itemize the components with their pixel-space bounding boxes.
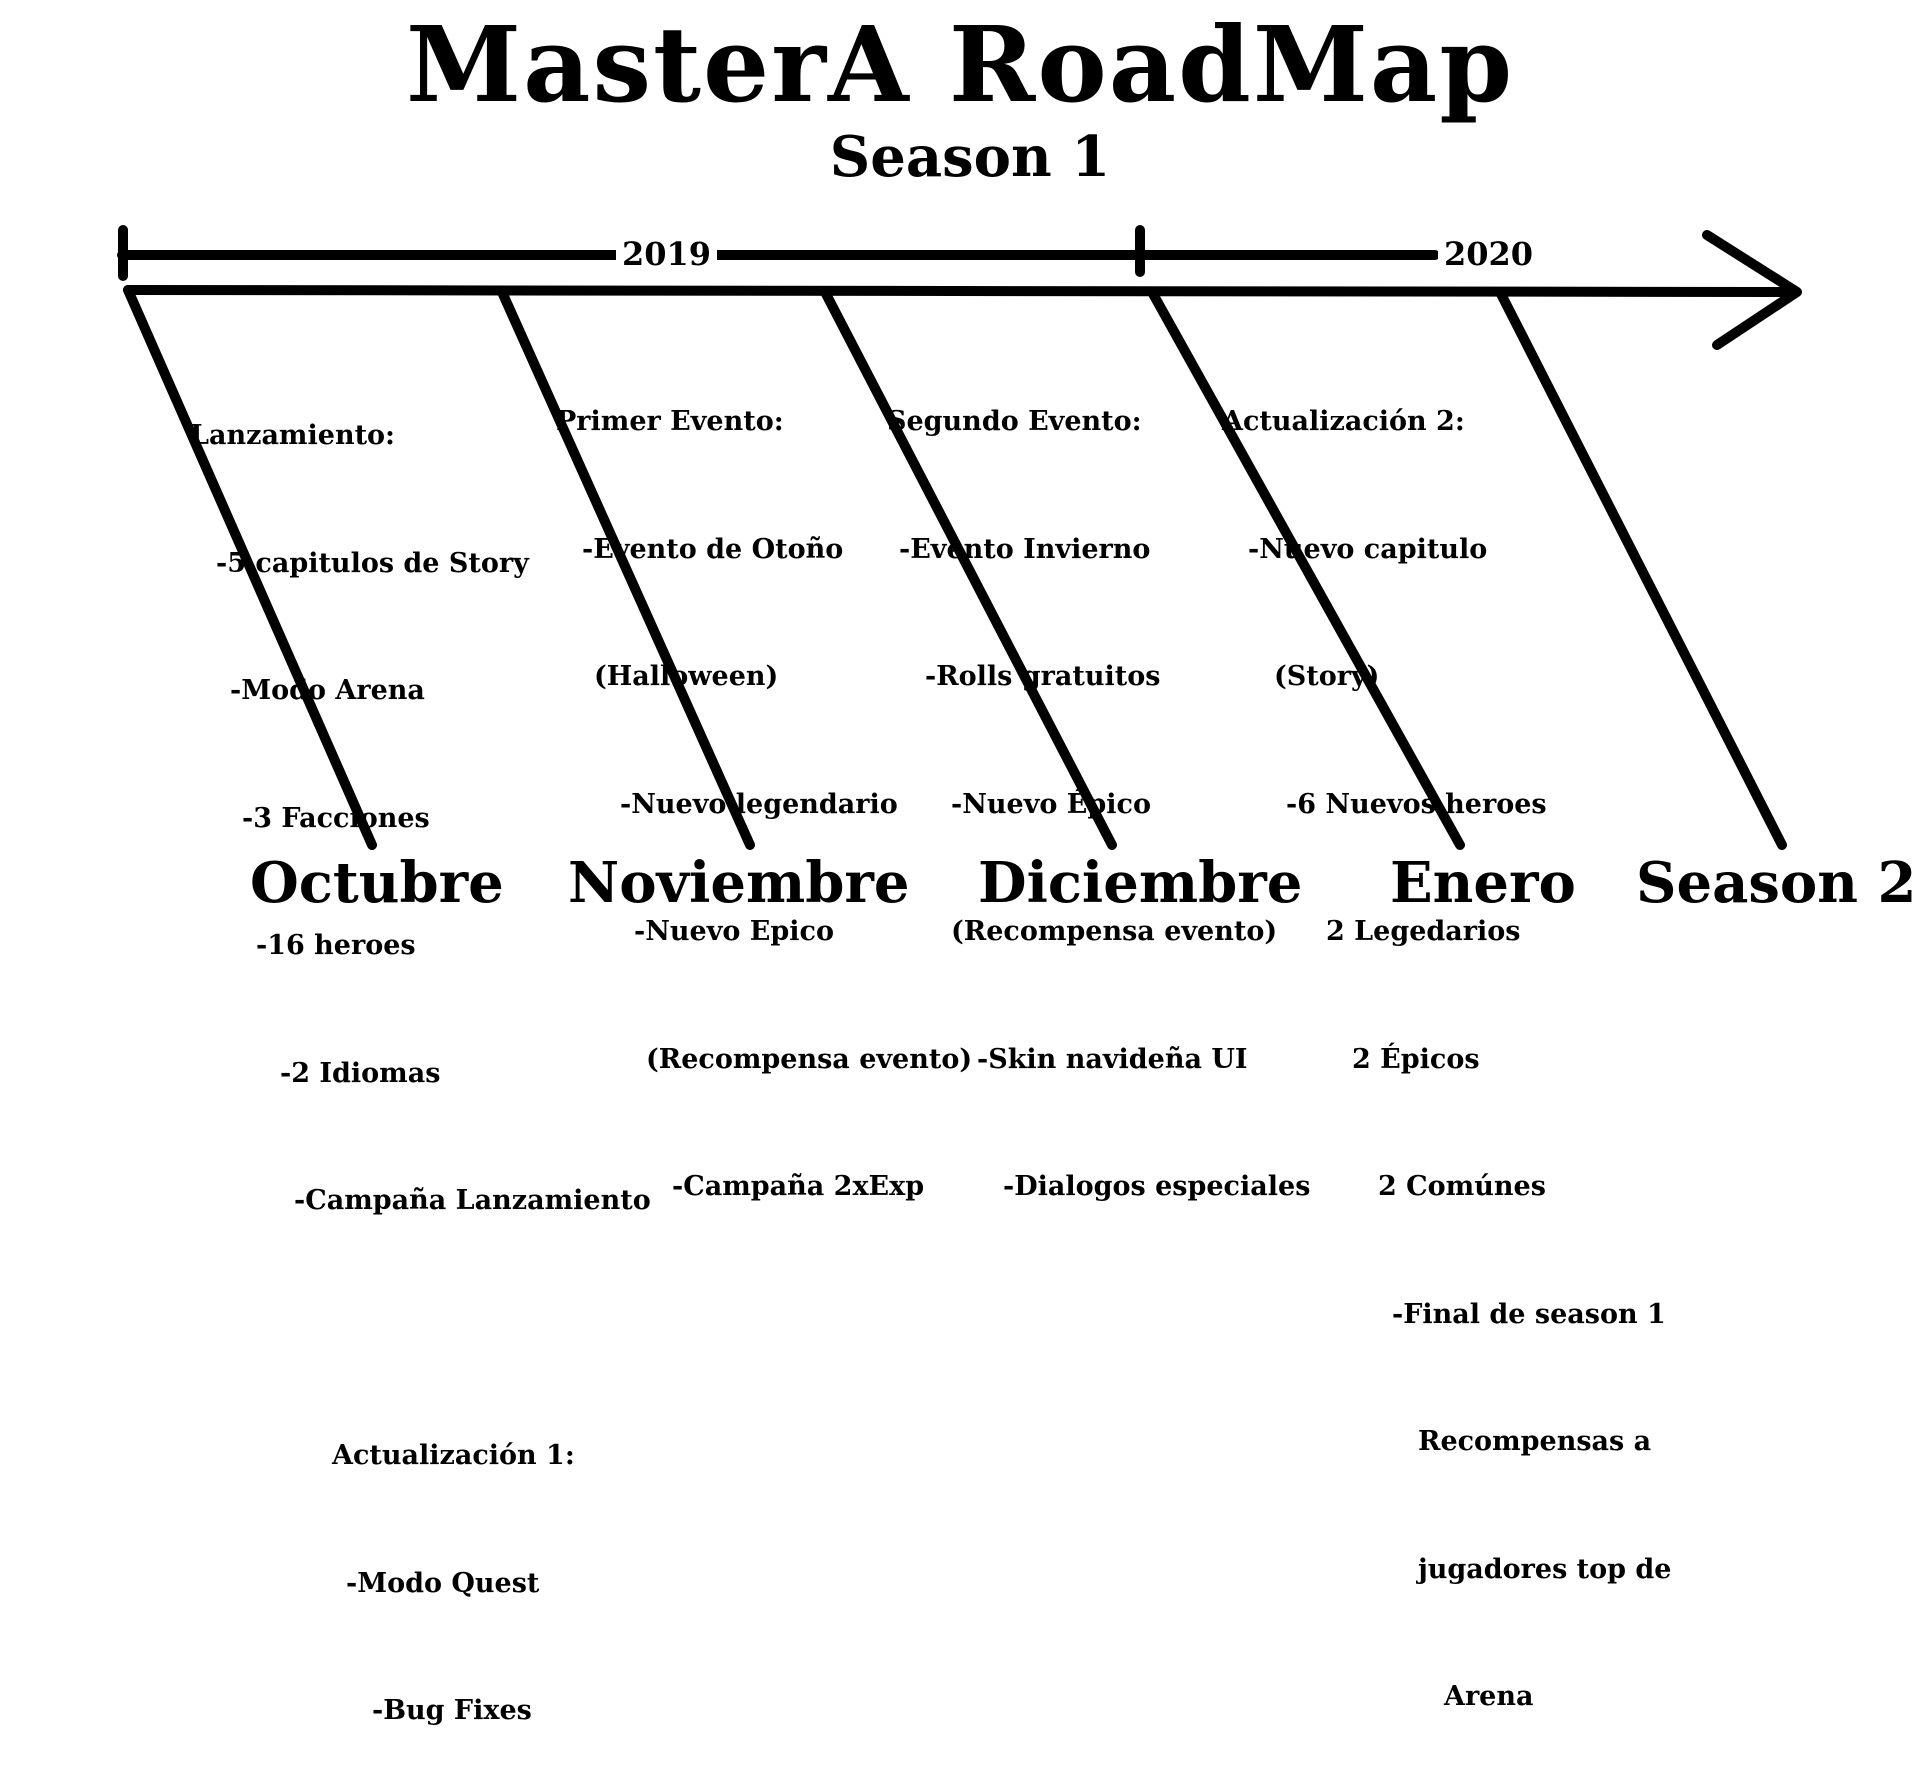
section-line: -Nuevo legendario: [620, 788, 898, 820]
divider-line-2: [497, 287, 755, 850]
main-arrow-head: [1702, 230, 1802, 350]
section-line: Primer Evento:: [556, 406, 784, 437]
timeline-diagram: [117, 225, 1802, 850]
section-line: Lanzamiento:: [190, 420, 396, 451]
divider-line-4: [1147, 287, 1465, 850]
section-line: -Bug Fixes: [372, 1695, 532, 1726]
roadmap-title: MasterA RoadMap: [405, 3, 1515, 126]
section-diciembre: Segundo Evento: -Evento Invierno -Rolls …: [887, 316, 1310, 1251]
year-label-2019: 2019: [616, 234, 718, 274]
section-line: -Evento Invierno: [899, 533, 1151, 565]
section-line: 2 Épicos: [1352, 1043, 1480, 1075]
month-label-season-2: Season 2: [1636, 850, 1917, 916]
month-label-diciembre: Diciembre: [978, 850, 1303, 916]
section-line: 2 Legedarios: [1326, 916, 1521, 947]
section-line: (Recompensa evento): [646, 1043, 973, 1075]
section-line: -Nuevo capitulo: [1248, 533, 1488, 565]
section-line: -16 heroes: [256, 930, 416, 961]
section-line: Actualización 2:: [1222, 406, 1465, 437]
roadmap-subtitle: Season 1: [829, 124, 1111, 190]
section-line: 2 Comúnes: [1378, 1171, 1546, 1202]
main-arrow-line: [123, 285, 1800, 297]
month-label-octubre: Octubre: [250, 850, 504, 916]
section-line: Recompensas a: [1418, 1426, 1652, 1457]
section-line: (Halloween): [594, 661, 779, 692]
section-line: -Nuevo Épico: [951, 788, 1151, 820]
year-label-2020: 2020: [1438, 234, 1540, 274]
section-line: -Skin navideña UI: [977, 1043, 1248, 1075]
divider-line-1: [123, 285, 377, 850]
section-line: -3 Facciones: [242, 802, 430, 834]
section-line: jugadores top de: [1418, 1553, 1672, 1585]
section-line: Actualización 1:: [332, 1440, 575, 1471]
month-label-noviembre: Noviembre: [568, 850, 910, 916]
section-line: -6 Nuevos heroes: [1286, 788, 1547, 820]
section-line: (Recompensa evento): [951, 916, 1278, 947]
section-line: Segundo Evento:: [887, 406, 1142, 437]
section-line: -5 capitulos de Story: [216, 547, 529, 579]
section-line: -Modo Arena: [230, 675, 425, 706]
section-line: -Evento de Otoño: [582, 533, 844, 565]
divider-line-3: [820, 287, 1117, 850]
section-line: [190, 1308, 651, 1351]
section-line: -Modo Quest: [346, 1567, 540, 1599]
section-line: (Story): [1274, 661, 1380, 692]
section-enero: Actualización 2: -Nuevo capitulo (Story)…: [1222, 316, 1671, 1761]
section-line: -Rolls gratuitos: [925, 661, 1161, 692]
section-line: Arena: [1444, 1681, 1534, 1712]
section-line: -Final de season 1: [1392, 1298, 1666, 1330]
divider-line-5: [1495, 287, 1787, 850]
section-line: -Nuevo Epico: [634, 916, 834, 947]
month-label-enero: Enero: [1390, 850, 1576, 916]
